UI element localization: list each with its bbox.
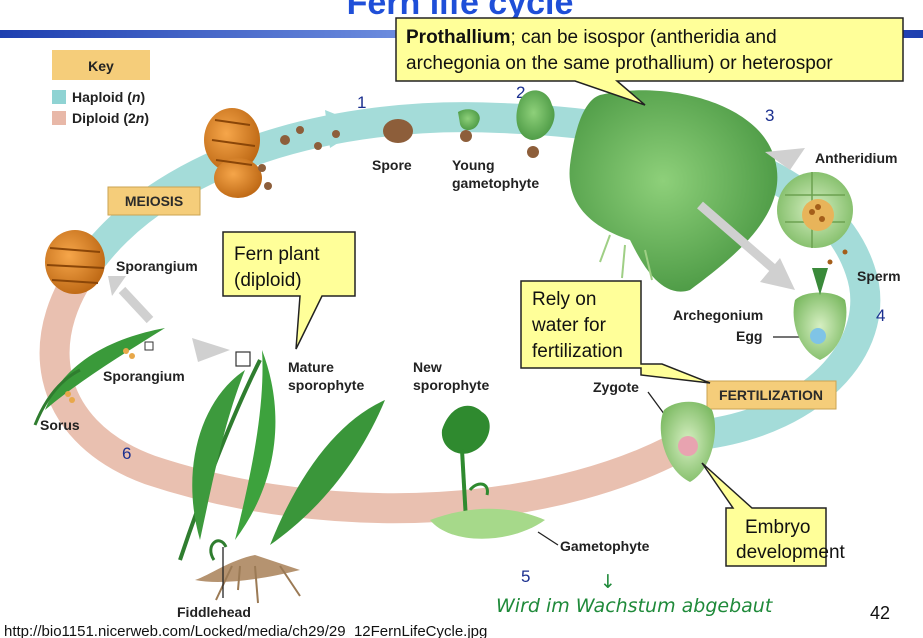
sperm-label: Sperm <box>857 268 901 284</box>
zygote-label: Zygote <box>593 379 639 395</box>
detail-box <box>235 351 251 367</box>
young-gametophyte-label-1: Young <box>452 157 495 173</box>
young-gametophyte-label-2: gametophyte <box>452 175 539 191</box>
arrow-to-sporangium-shaft <box>118 286 154 324</box>
arrow-to-archegonium-head <box>760 258 795 290</box>
spore-label: Spore <box>372 157 412 173</box>
arrow-to-sporangium-head <box>108 276 126 296</box>
archegonium-illustration <box>793 268 847 360</box>
spore-illustration <box>383 119 413 143</box>
embryo-callout-line1: Embryo <box>745 517 810 538</box>
meiosis-box <box>107 186 201 216</box>
fern-plant-callout-line1: Fern plant <box>234 244 320 265</box>
step-number-3: 3 <box>765 106 774 125</box>
water-callout-line2: water for <box>531 315 607 336</box>
handwritten-note: Wird im Wachstum abgebaut <box>496 595 774 617</box>
haploid-swatch <box>52 90 66 104</box>
new-sporophyte-illustration <box>430 405 545 539</box>
water-callout: Rely on water for fertilization <box>520 280 711 384</box>
slide-title: Fern life cycle <box>347 0 574 22</box>
embryo-callout-line2: development <box>736 542 846 563</box>
archegonium-label: Archegonium <box>673 307 763 323</box>
haploid-label: Haploid (n) <box>72 89 145 105</box>
diploid-swatch <box>52 111 66 125</box>
leaf-sorus-illustration <box>33 328 165 426</box>
arrow-to-antheridium <box>765 148 805 170</box>
gametophyte-pointer <box>537 531 559 546</box>
new-sporophyte-label-1: New <box>413 359 442 375</box>
key-title: Key <box>88 58 114 74</box>
antheridium-label: Antheridium <box>815 150 897 166</box>
source-url: http://bio1151.nicerweb.com/Locked/media… <box>4 623 487 638</box>
diploid-label: Diploid (2n) <box>72 110 149 126</box>
water-callout-line1: Rely on <box>532 289 596 310</box>
prothallium-callout-line1: Prothallium; can be isospor (antheridia … <box>406 27 777 48</box>
young-gametophyte-illustration <box>458 90 555 158</box>
fertilization-box <box>706 380 837 410</box>
handwritten-arrow: ↓ <box>600 571 616 593</box>
prothallium-illustration <box>569 90 778 292</box>
sporangium-label-leaf: Sporangium <box>103 368 185 384</box>
arrow-to-archegonium-shaft <box>697 201 778 274</box>
step-number-2: 2 <box>516 83 525 102</box>
fern-plant-callout: Fern plant (diploid) <box>222 231 356 350</box>
mature-sporophyte-illustration <box>178 350 385 604</box>
mature-sporophyte-label-1: Mature <box>288 359 334 375</box>
sporangium-closed-illustration <box>45 230 105 294</box>
sporangium-open-illustration <box>204 108 340 198</box>
prothallium-callout: Prothallium; can be isospor (antheridia … <box>395 17 904 106</box>
step-number-5: 5 <box>521 567 530 586</box>
zygote-illustration <box>660 401 716 482</box>
new-sporophyte-label-2: sporophyte <box>413 377 489 393</box>
egg-label: Egg <box>736 328 762 344</box>
page-number: 42 <box>870 603 890 623</box>
sorus-label: Sorus <box>40 417 80 433</box>
step-number-6: 6 <box>122 444 131 463</box>
arrow-to-leaf-detail <box>192 338 230 362</box>
step-number-1: 1 <box>357 93 366 112</box>
sporangium-label-top: Sporangium <box>116 258 198 274</box>
embryo-callout: Embryo development <box>701 462 846 567</box>
cycle-arrow-haploid <box>325 110 365 148</box>
fiddlehead-label: Fiddlehead <box>177 604 251 620</box>
prothallium-callout-line2: archegonia on the same prothallium) or h… <box>406 53 833 74</box>
mature-sporophyte-label-2: sporophyte <box>288 377 364 393</box>
water-callout-line3: fertilization <box>532 341 623 362</box>
fertilization-label: FERTILIZATION <box>719 387 823 403</box>
fern-plant-callout-line2: (diploid) <box>234 270 302 291</box>
antheridium-illustration <box>777 172 853 265</box>
step-number-4: 4 <box>876 306 885 325</box>
meiosis-label: MEIOSIS <box>125 193 183 209</box>
key-title-box <box>52 50 150 80</box>
gametophyte-label: Gametophyte <box>560 538 650 554</box>
